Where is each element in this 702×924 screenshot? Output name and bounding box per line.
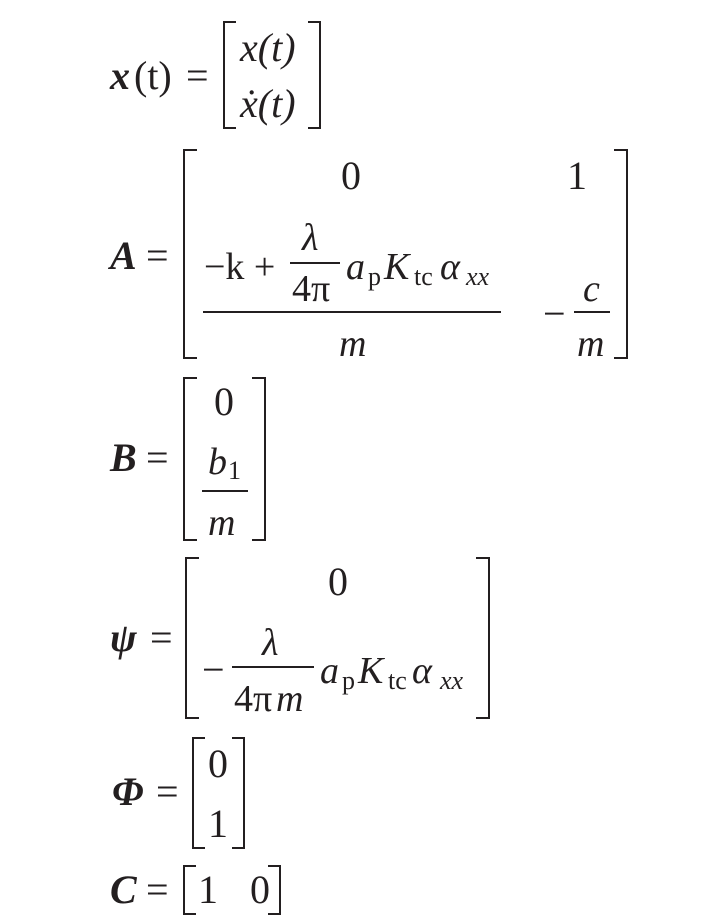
x-vector-argument: (t) bbox=[134, 53, 172, 98]
bracket-x-right bbox=[308, 21, 321, 129]
bracket-phi-left bbox=[192, 737, 205, 849]
a-matrix-symbol: A bbox=[110, 233, 137, 278]
a-r1c1: 0 bbox=[341, 153, 361, 198]
a-minus-sign: − bbox=[543, 291, 566, 336]
a-a-sub: p bbox=[368, 262, 381, 291]
a-c-fraction-bar bbox=[574, 311, 610, 313]
c-equals-sign: = bbox=[146, 867, 169, 912]
psi-equals-sign: = bbox=[150, 615, 173, 660]
psi-four-pi: 4π bbox=[234, 678, 273, 720]
psi-a: a bbox=[320, 650, 339, 692]
x-row1-position: x(t) bbox=[240, 25, 296, 70]
bracket-x-left bbox=[223, 21, 236, 129]
a-lambda-fraction-bar bbox=[290, 262, 340, 264]
b-matrix-symbol: B bbox=[110, 435, 137, 480]
phi-row1: 0 bbox=[208, 741, 228, 786]
a-numerator-prefix: −k + bbox=[204, 246, 276, 288]
a-c: c bbox=[583, 268, 600, 310]
a-m: m bbox=[577, 323, 605, 365]
a-equals-sign: = bbox=[146, 233, 169, 278]
phi-symbol: Φ bbox=[112, 769, 144, 814]
a-K-sub: tc bbox=[414, 262, 433, 291]
b-row1: 0 bbox=[214, 379, 234, 424]
psi-a-sub: p bbox=[342, 666, 355, 695]
psi-lambda: λ bbox=[262, 622, 279, 664]
c-matrix-symbol: C bbox=[110, 867, 137, 912]
phi-equals-sign: = bbox=[156, 769, 179, 814]
b-m: m bbox=[208, 502, 236, 544]
b-b: b bbox=[208, 441, 227, 483]
b-fraction-bar bbox=[202, 490, 248, 492]
psi-m: m bbox=[276, 678, 304, 720]
bracket-a-right bbox=[614, 149, 628, 359]
x-equals-sign: = bbox=[186, 53, 209, 98]
psi-alpha: α bbox=[412, 650, 432, 692]
b-b-sub: 1 bbox=[228, 456, 241, 485]
c-col1: 1 bbox=[198, 867, 218, 912]
a-main-fraction-bar bbox=[203, 311, 501, 313]
bracket-c-right bbox=[268, 865, 281, 915]
bracket-b-right bbox=[252, 377, 266, 541]
bracket-b-left bbox=[183, 377, 197, 541]
psi-alpha-sub: xx bbox=[440, 666, 464, 695]
psi-fraction-bar bbox=[232, 666, 314, 668]
a-four-pi: 4π bbox=[292, 268, 331, 310]
psi-symbol: ψ bbox=[110, 615, 137, 660]
psi-minus-sign: − bbox=[202, 647, 225, 692]
bracket-phi-right bbox=[232, 737, 245, 849]
bracket-psi-left bbox=[185, 557, 199, 719]
psi-K: K bbox=[358, 650, 384, 692]
x-vector-symbol: x bbox=[110, 53, 130, 98]
x-row2-velocity: ẋ(t) bbox=[240, 81, 296, 126]
bracket-a-left bbox=[183, 149, 197, 359]
a-alpha: α bbox=[440, 246, 460, 288]
a-r1c2: 1 bbox=[567, 153, 587, 198]
bracket-c-left bbox=[183, 865, 196, 915]
a-lambda: λ bbox=[302, 217, 319, 259]
phi-row2: 1 bbox=[208, 801, 228, 846]
a-a: a bbox=[346, 246, 365, 288]
b-equals-sign: = bbox=[146, 435, 169, 480]
bracket-psi-right bbox=[476, 557, 490, 719]
a-denominator-m: m bbox=[339, 323, 367, 365]
a-K: K bbox=[384, 246, 410, 288]
a-alpha-sub: xx bbox=[466, 262, 490, 291]
psi-K-sub: tc bbox=[388, 666, 407, 695]
psi-row1: 0 bbox=[328, 559, 348, 604]
c-col2: 0 bbox=[250, 867, 270, 912]
